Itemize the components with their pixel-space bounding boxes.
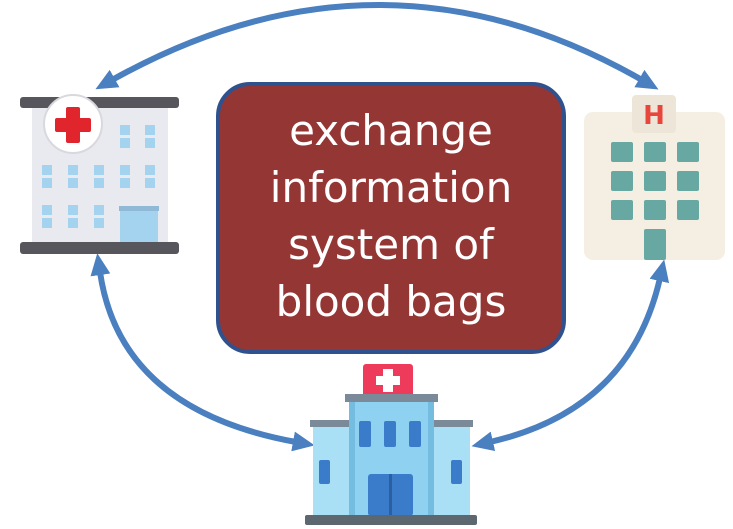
arrow-right xyxy=(471,259,670,452)
center-line-1: exchange xyxy=(289,106,493,155)
hospital-building-icon xyxy=(305,364,477,525)
center-line-3: system of xyxy=(288,220,494,269)
arrow-left xyxy=(90,253,315,452)
center-label: exchange information system of blood bag… xyxy=(231,102,551,330)
center-line-4: blood bags xyxy=(275,277,507,326)
hospital-h-icon: H xyxy=(584,95,725,260)
arrow-top xyxy=(95,2,659,90)
center-box: exchange information system of blood bag… xyxy=(216,82,566,354)
center-line-2: information xyxy=(269,163,513,212)
hospital-cross-icon xyxy=(20,94,179,254)
svg-text:H: H xyxy=(643,101,665,131)
